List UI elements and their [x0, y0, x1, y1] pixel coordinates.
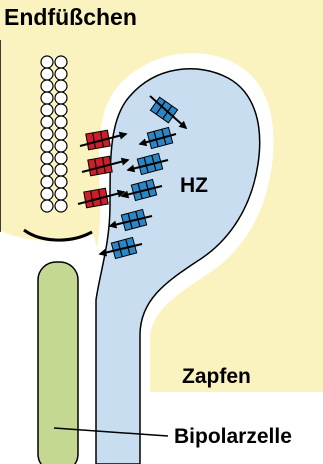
- vesicle-icon: [41, 104, 53, 116]
- label-zapfen: Zapfen: [182, 366, 251, 387]
- label-hz: HZ: [180, 175, 208, 196]
- vesicle-icon: [55, 140, 67, 152]
- vesicle-icon: [55, 116, 67, 128]
- vesicle-icon: [41, 128, 53, 140]
- vesicle-icon: [55, 80, 67, 92]
- label-endfuesschen: Endfüßchen: [4, 6, 137, 29]
- vesicle-icon: [41, 200, 53, 212]
- vesicle-icon: [41, 116, 53, 128]
- vesicle-icon: [55, 152, 67, 164]
- vesicle-icon: [41, 176, 53, 188]
- vesicle-icon: [41, 68, 53, 80]
- vesicle-icon: [55, 68, 67, 80]
- vesicle-icon: [55, 128, 67, 140]
- vesicle-icon: [41, 152, 53, 164]
- vesicle-icon: [55, 200, 67, 212]
- vesicle-icon: [41, 140, 53, 152]
- vesicle-icon: [41, 56, 53, 68]
- bipolar-cell: [38, 262, 78, 464]
- vesicle-icon: [55, 176, 67, 188]
- vesicle-icon: [41, 92, 53, 104]
- vesicle-icon: [55, 188, 67, 200]
- vesicle-icon: [41, 188, 53, 200]
- vesicle-icon: [55, 56, 67, 68]
- vesicle-icon: [41, 164, 53, 176]
- vesicle-icon: [55, 164, 67, 176]
- vesicle-icon: [41, 80, 53, 92]
- vesicle-icon: [55, 104, 67, 116]
- vesicle-icon: [55, 92, 67, 104]
- label-bipolarzelle: Bipolarzelle: [174, 426, 292, 447]
